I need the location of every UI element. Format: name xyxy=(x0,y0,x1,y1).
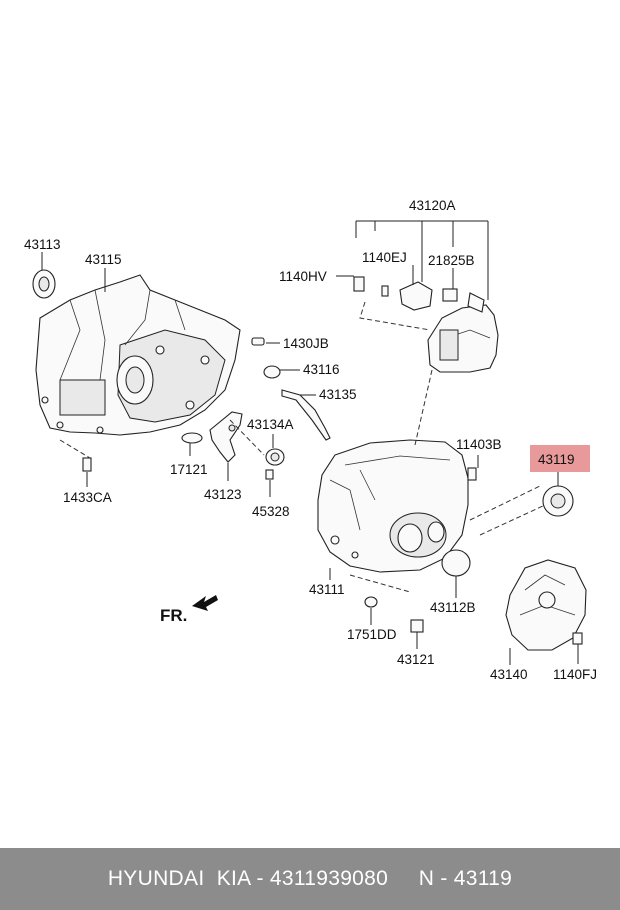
bolt-11403B xyxy=(467,467,477,481)
label-1140HV: 1140HV xyxy=(279,269,327,284)
label-43113: 43113 xyxy=(24,237,61,252)
label-43120A: 43120A xyxy=(409,198,456,213)
label-43135: 43135 xyxy=(319,387,357,402)
label-43119: 43119 xyxy=(538,452,575,467)
dowel-1430JB xyxy=(251,337,265,346)
seal-43134A xyxy=(265,448,285,466)
seal-43113 xyxy=(32,269,56,299)
label-11403B: 11403B xyxy=(456,437,502,452)
bracket-43123 xyxy=(209,411,243,463)
label-1140FJ: 1140FJ xyxy=(553,667,597,682)
label-43121: 43121 xyxy=(397,652,435,667)
part-number-caption: HYUNDAI KIA - 4311939080 N - 43119 xyxy=(107,867,513,890)
label-43134A: 43134A xyxy=(247,417,294,432)
label-1433CA: 1433CA xyxy=(63,490,112,505)
bolt-1140FJ xyxy=(572,632,583,645)
label-45328: 45328 xyxy=(252,504,290,519)
leader-lines xyxy=(41,220,579,665)
label-43112B: 43112B xyxy=(430,600,476,615)
washer-1751DD xyxy=(364,596,378,608)
label-1430JB: 1430JB xyxy=(283,336,329,351)
parts-diagram: FR. 43120A 1140EJ 21825B 1140HV 43113 43… xyxy=(24,198,597,682)
clutch-housing-43115 xyxy=(35,274,241,436)
footer-bar: HYUNDAI KIA - 4311939080 N - 43119 xyxy=(0,848,620,910)
transmission-case-43111 xyxy=(317,439,469,573)
fr-label: FR. xyxy=(160,606,187,625)
bolt-45328 xyxy=(265,469,274,480)
bracket-assembly-43120A xyxy=(353,276,499,373)
lever-43135 xyxy=(281,389,331,441)
bearing-17121 xyxy=(181,432,203,444)
label-43111: 43111 xyxy=(309,582,345,597)
label-43116: 43116 xyxy=(303,362,340,377)
label-43115: 43115 xyxy=(85,252,122,267)
label-21825B: 21825B xyxy=(428,253,475,268)
plug-43121 xyxy=(410,619,424,633)
highlight-box xyxy=(530,445,590,472)
label-1140EJ: 1140EJ xyxy=(362,250,407,265)
arrow-icon xyxy=(192,595,218,611)
label-1751DD: 1751DD xyxy=(347,627,397,642)
label-17121: 17121 xyxy=(170,462,208,477)
front-direction-indicator: FR. xyxy=(160,595,218,625)
seal-43119 xyxy=(542,485,574,517)
cover-43140 xyxy=(505,559,587,651)
washer-43116 xyxy=(263,365,281,379)
label-43123: 43123 xyxy=(204,487,242,502)
label-43140: 43140 xyxy=(490,667,528,682)
pin-1433CA xyxy=(82,457,92,472)
cover-43112B xyxy=(441,549,471,577)
